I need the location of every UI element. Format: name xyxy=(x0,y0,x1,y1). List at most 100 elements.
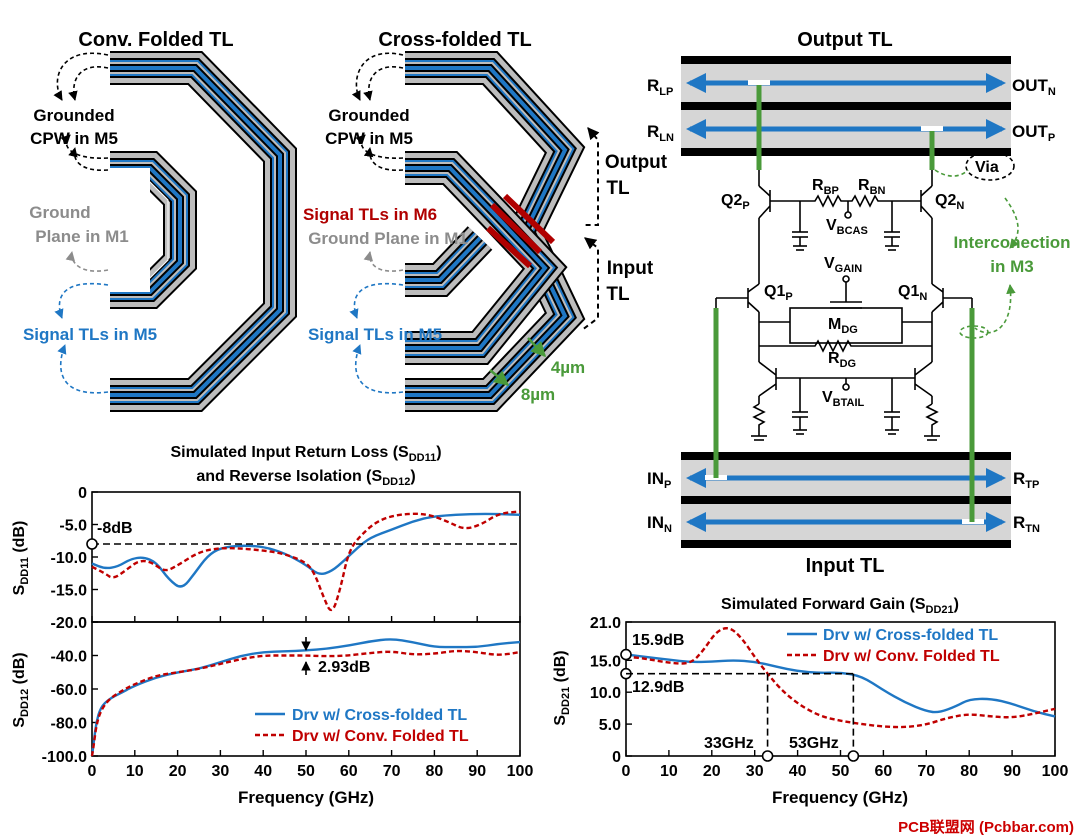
cross-signal-label: Signal TLs in M5 xyxy=(308,325,442,344)
label-mdg: MDG xyxy=(828,316,858,336)
y-tick-label: 0 xyxy=(612,749,621,766)
x-tick-label: 20 xyxy=(703,763,721,780)
conv-center-mask xyxy=(110,168,150,292)
label-rlp: RLP xyxy=(647,76,673,98)
label-q1n: Q1N xyxy=(898,283,927,303)
marker-53ghz xyxy=(847,750,860,762)
cross-folded-tl-inner xyxy=(405,151,568,365)
y-tick-label: 21.0 xyxy=(590,615,621,632)
chart1-title-1: Simulated Input Return Loss (SDD11) xyxy=(170,444,441,464)
conv-ground-arrow xyxy=(65,251,109,272)
ann-293db: 2.93dB xyxy=(318,659,370,676)
chart1-ylabel-top: SDD11 (dB) xyxy=(11,521,31,596)
conv-ground-label-2: Plane in M1 xyxy=(35,227,129,246)
y-tick-label: 15.0 xyxy=(590,653,621,670)
via-callout-ellipse xyxy=(965,151,1015,181)
label-interconnection-2: in M3 xyxy=(990,257,1033,276)
conv-signal-label: Signal TLs in M5 xyxy=(23,325,157,344)
chart1-title-2: and Reverse Isolation (SDD12) xyxy=(196,468,415,488)
legend2-cross-label: Drv w/ Cross-folded TL xyxy=(823,627,998,644)
label-rtp: RTP xyxy=(1013,469,1039,491)
series-line-cross-folded xyxy=(91,512,521,588)
dim-4um-label: 4µm xyxy=(551,358,585,377)
y-tick-label: 0 xyxy=(78,485,87,502)
m3-interconnects xyxy=(713,85,975,522)
schematic-panel: Output TL Input TL xyxy=(647,29,1071,577)
conv-signal-arrows xyxy=(54,282,109,394)
conv-ground-label-1: Ground xyxy=(29,203,90,222)
chart1-xlabel: Frequency (GHz) xyxy=(238,788,374,807)
conv-folded-title: Conv. Folded TL xyxy=(78,29,233,51)
x-tick-label: 10 xyxy=(126,763,144,780)
label-interconnection-1: Interconection xyxy=(953,233,1070,252)
x-tick-label: 10 xyxy=(660,763,678,780)
label-inp: INP xyxy=(647,469,671,491)
input-tl-label-2: TL xyxy=(606,284,630,305)
input-tl-title: Input TL xyxy=(806,555,885,577)
via-dots-2 xyxy=(921,126,943,131)
x-tick-label: 80 xyxy=(426,763,444,780)
cross-gcpw-arrows xyxy=(351,52,404,171)
x-tick-label: 50 xyxy=(297,763,315,780)
x-tick-label: 90 xyxy=(468,763,486,780)
conv-gcpw-label-1: Grounded xyxy=(33,106,114,125)
cross-ground-label: Ground Plane in M1 xyxy=(308,229,468,248)
y-tick-label: -20.0 xyxy=(51,615,88,632)
y-tick-label: -100.0 xyxy=(42,749,87,766)
label-q1p: Q1P xyxy=(764,283,793,303)
x-tick-label: 70 xyxy=(383,763,401,780)
chart2-xlabel: Frequency (GHz) xyxy=(772,788,908,807)
ann-33ghz: 33GHz xyxy=(704,735,754,752)
conv-folded-tl-outer xyxy=(110,51,297,412)
chart-sdd21: Simulated Forward Gain (SDD21) 05.010.01… xyxy=(552,596,1068,807)
chart2-title: Simulated Forward Gain (SDD21) xyxy=(721,596,959,616)
watermark: PCB联盟网 (Pcbbar.com) xyxy=(898,819,1074,836)
label-inn: INN xyxy=(647,513,672,535)
x-tick-label: 40 xyxy=(789,763,807,780)
label-rbp: RBP xyxy=(812,177,839,197)
cross-gcpw-label-1: Grounded xyxy=(328,106,409,125)
schematic-labels: RLP RLN OUTN OUTP Via Q2P Q2N RBP RBN VB… xyxy=(647,76,1071,535)
output-tl-label-1: Output xyxy=(605,152,668,173)
label-q2p: Q2P xyxy=(721,192,750,212)
label-rbn: RBN xyxy=(858,177,886,197)
interconn-ellipse xyxy=(959,325,989,339)
cross-folded-tl-mid xyxy=(405,226,493,297)
cross-tl-brackets xyxy=(581,127,600,331)
label-rtn: RTN xyxy=(1013,513,1040,535)
label-outp: OUTP xyxy=(1012,122,1055,144)
series-line-conv-folded xyxy=(90,649,521,757)
y-tick-label: -15.0 xyxy=(51,583,88,600)
label-outn: OUTN xyxy=(1012,76,1056,98)
dim-8um-label: 8µm xyxy=(521,385,555,404)
x-tick-label: 30 xyxy=(746,763,764,780)
input-tl-label-1: Input xyxy=(607,258,654,279)
label-vgain: VGAIN xyxy=(824,255,862,275)
interconn-arrow-2 xyxy=(974,284,1016,334)
x-tick-label: 50 xyxy=(832,763,850,780)
ann-159db: 15.9dB xyxy=(632,632,684,649)
via-dots-1 xyxy=(748,80,770,85)
cross-ground-arrow xyxy=(363,251,404,272)
interconn-arrow-1 xyxy=(1004,197,1020,249)
ann-129db: 12.9dB xyxy=(632,679,684,696)
chart2-ylabel: SDD21 (dB) xyxy=(552,650,572,725)
x-tick-label: 60 xyxy=(875,763,893,780)
dimension-markers xyxy=(489,337,547,386)
cross-folded-title: Cross-folded TL xyxy=(378,29,531,51)
y-tick-label: -60.0 xyxy=(51,682,88,699)
label-rdg: RDG xyxy=(828,350,856,370)
y-tick-label: -80.0 xyxy=(51,716,88,733)
x-tick-label: 80 xyxy=(960,763,978,780)
sdd11-plot: 0-5.0-10.0-15.0-20.0 xyxy=(51,485,521,632)
via-green-dash xyxy=(934,169,969,177)
chart1-ylabel-bottom: SDD12 (dB) xyxy=(11,652,31,727)
x-tick-label: 40 xyxy=(254,763,272,780)
input-tl-stack xyxy=(681,452,1011,548)
legend-cross-label: Drv w/ Cross-folded TL xyxy=(292,707,467,724)
output-tl-label-2: TL xyxy=(606,178,630,199)
cross-m6-label: Signal TLs in M6 xyxy=(303,205,437,224)
